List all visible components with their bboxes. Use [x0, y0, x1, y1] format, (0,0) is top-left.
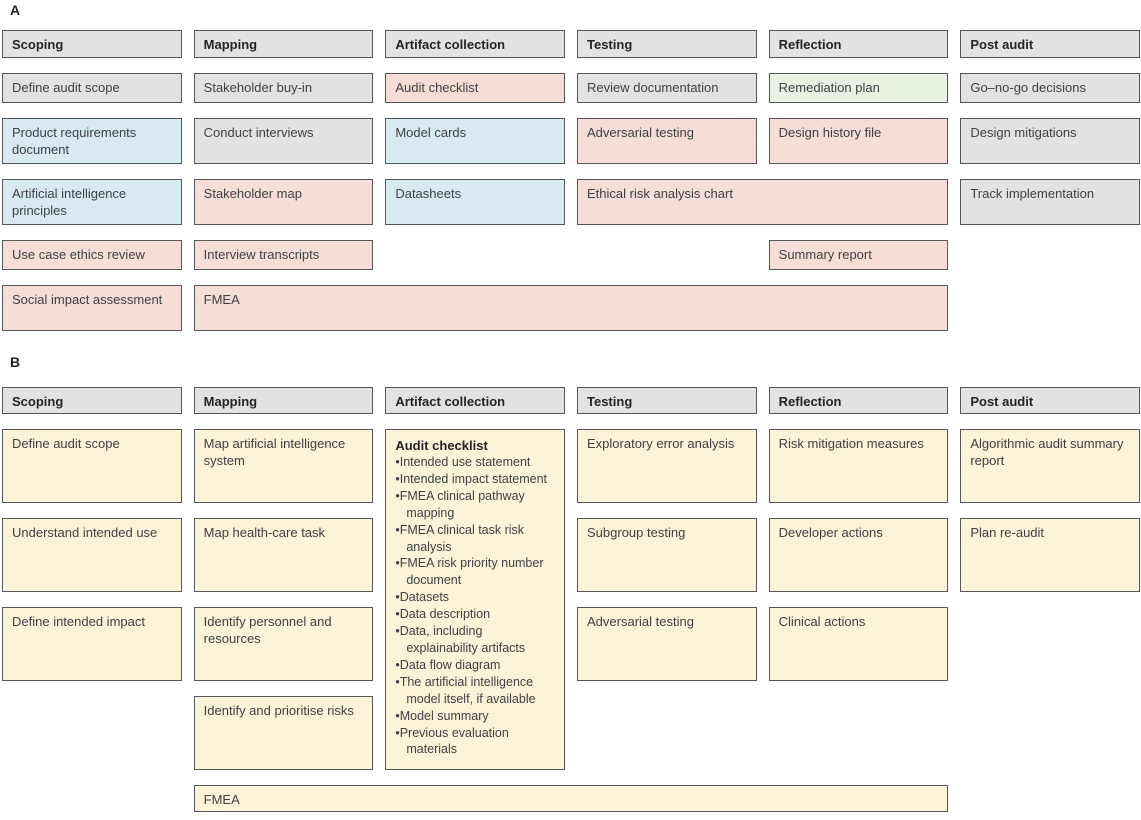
panel-b-box-fmea: FMEA	[193, 785, 949, 812]
panel-a-header-artifact-collection: Artifact collection	[385, 30, 565, 58]
checklist-item: Data, including explainability artifacts	[395, 623, 555, 657]
panel-a-box-track-implementation: Track implementation	[960, 179, 1140, 225]
panel-b-box-identify-and-prioritise-risks: Identify and prioritise risks	[193, 696, 374, 770]
panel-a-box-define-audit-scope: Define audit scope	[2, 73, 182, 103]
panel-b-box-clinical-actions: Clinical actions	[768, 607, 949, 681]
panel-a-box-fmea: FMEA	[193, 285, 949, 331]
panel-a-box-datasheets: Datasheets	[385, 179, 565, 225]
panel-a-box-go-no-go-decisions: Go–no-go decisions	[960, 73, 1140, 103]
panel-a-box-remediation-plan: Remediation plan	[768, 73, 949, 103]
panel-a-box-design-history-file: Design history file	[768, 118, 949, 164]
panel-a-box-stakeholder-map: Stakeholder map	[193, 179, 374, 225]
panel-b-header-post-audit: Post audit	[960, 387, 1140, 414]
panel-a-box-social-impact-assessment: Social impact assessment	[2, 285, 182, 331]
panel-b-box-developer-actions: Developer actions	[768, 518, 949, 592]
panel-a-box-stakeholder-buy-in: Stakeholder buy-in	[193, 73, 374, 103]
panel-a-header-mapping: Mapping	[193, 30, 374, 58]
panel-a-box-design-mitigations: Design mitigations	[960, 118, 1140, 164]
panel-b-header-mapping: Mapping	[193, 387, 374, 414]
checklist-item: Datasets	[395, 589, 555, 606]
panel-a-header-scoping: Scoping	[2, 30, 182, 58]
checklist-item: Data flow diagram	[395, 657, 555, 674]
panel-b-box-plan-re-audit: Plan re-audit	[960, 518, 1140, 592]
panel-a-box-interview-transcripts: Interview transcripts	[193, 240, 374, 270]
panel-a-box-review-documentation: Review documentation	[577, 73, 757, 103]
panel-a-box-ethical-risk-analysis-chart: Ethical risk analysis chart	[577, 179, 949, 225]
panel-a-grid: Scoping Mapping Artifact collection Testing…	[2, 30, 1140, 331]
panel-a-label: A	[10, 2, 21, 18]
panel-a-box-summary-report: Summary report	[768, 240, 949, 270]
checklist-item: FMEA clinical pathway mapping	[395, 488, 555, 522]
checklist-item: Model summary	[395, 708, 555, 725]
panel-b-box-map-artificial-intelligence-system: Map artificial intelligence system	[193, 429, 374, 503]
panel-a-box-product-requirements-document: Product requirements document	[2, 118, 182, 164]
checklist-item: FMEA risk priority number document	[395, 555, 555, 589]
panel-b-box-subgroup-testing: Subgroup testing	[577, 518, 757, 592]
panel-b-box-map-health-care-task: Map health-care task	[193, 518, 374, 592]
panel-a-header-testing: Testing	[577, 30, 757, 58]
panel-a-box-artificial-intelligence-principles: Artificial intelligence principles	[2, 179, 182, 225]
checklist-item: Intended use statement	[395, 454, 555, 471]
panel-b-box-understand-intended-use: Understand intended use	[2, 518, 182, 592]
panel-b-box-define-intended-impact: Define intended impact	[2, 607, 182, 681]
panel-b-header-testing: Testing	[577, 387, 757, 414]
panel-b-label: B	[10, 354, 21, 370]
panel-b-header-reflection: Reflection	[768, 387, 949, 414]
checklist-item: Previous evaluation materials	[395, 725, 555, 759]
checklist-item: Intended impact statement	[395, 471, 555, 488]
panel-a-box-model-cards: Model cards	[385, 118, 565, 164]
checklist-item: The artificial intelligence model itself…	[395, 674, 555, 708]
panel-a-header-reflection: Reflection	[768, 30, 949, 58]
checklist-item: FMEA clinical task risk analysis	[395, 522, 555, 556]
panel-a-box-audit-checklist: Audit checklist	[385, 73, 565, 103]
panel-b-box-identify-personnel-and-resources: Identify personnel and resources	[193, 607, 374, 681]
checklist-title: Audit checklist	[395, 438, 488, 453]
checklist-items: Intended use statementIntended impact st…	[395, 454, 555, 758]
panel-b-box-adversarial-testing: Adversarial testing	[577, 607, 757, 681]
panel-a-box-conduct-interviews: Conduct interviews	[193, 118, 374, 164]
panel-b-box-audit-checklist: Audit checklistIntended use statementInt…	[385, 429, 565, 770]
panel-a-box-use-case-ethics-review: Use case ethics review	[2, 240, 182, 270]
checklist-item: Data description	[395, 606, 555, 623]
panel-b-header-artifact-collection: Artifact collection	[385, 387, 565, 414]
panel-b-header-scoping: Scoping	[2, 387, 182, 414]
panel-b-box-define-audit-scope: Define audit scope	[2, 429, 182, 503]
panel-a-box-adversarial-testing: Adversarial testing	[577, 118, 757, 164]
panel-b-box-exploratory-error-analysis: Exploratory error analysis	[577, 429, 757, 503]
panel-a-header-post-audit: Post audit	[960, 30, 1140, 58]
panel-b-grid: Scoping Mapping Artifact collection Testing…	[2, 387, 1140, 812]
panel-b-box-risk-mitigation-measures: Risk mitigation measures	[768, 429, 949, 503]
panel-b-box-algorithmic-audit-summary-report: Algorithmic audit summary report	[960, 429, 1140, 503]
